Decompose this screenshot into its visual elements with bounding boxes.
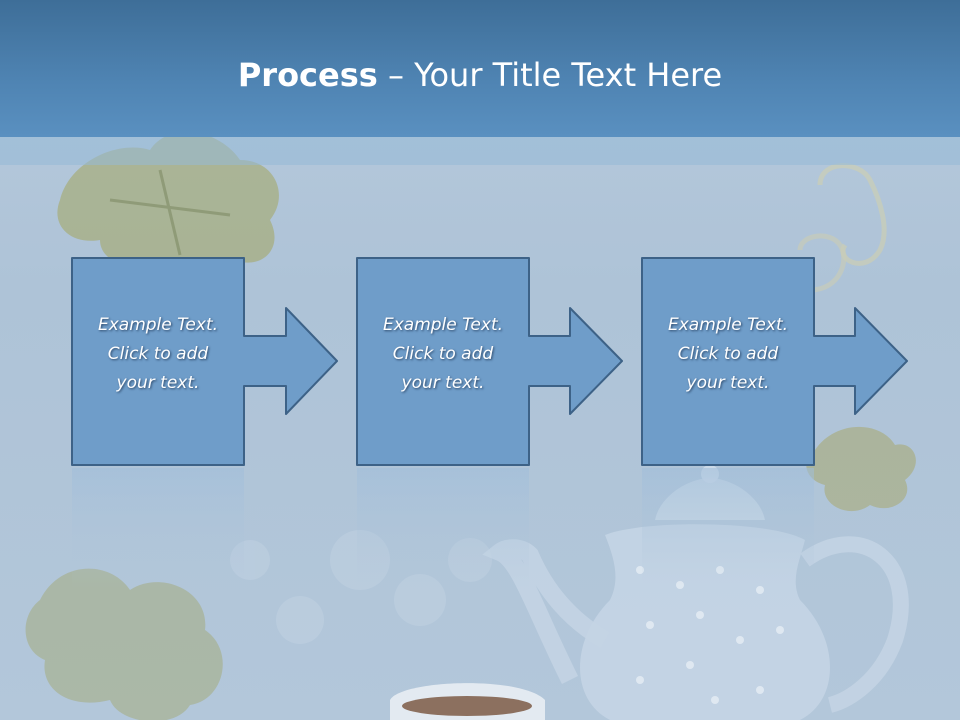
step-3-line-3: your text. bbox=[686, 373, 770, 393]
step-1-line-3: your text. bbox=[116, 373, 200, 393]
step-2-arrow-shape[interactable] bbox=[356, 257, 623, 466]
title-bold: Process bbox=[237, 56, 378, 94]
step-3-line-2: Click to add bbox=[677, 344, 779, 364]
step-1-text[interactable]: Example Text. Click to add your text. bbox=[73, 311, 243, 398]
step-1-line-1: Example Text. bbox=[97, 315, 219, 335]
teapot-handle bbox=[800, 536, 909, 713]
step-3-arrow-shape[interactable] bbox=[641, 257, 908, 466]
step-3-reflection bbox=[642, 468, 814, 588]
step-3-line-1: Example Text. bbox=[667, 315, 789, 335]
title-band bbox=[0, 137, 960, 165]
step-1-arrow-shape[interactable] bbox=[71, 257, 338, 466]
title-rest: – Your Title Text Here bbox=[377, 56, 723, 94]
step-3-text[interactable]: Example Text. Click to add your text. bbox=[643, 311, 813, 398]
step-2-reflection bbox=[357, 468, 529, 588]
leaf-bottom-left bbox=[25, 568, 223, 720]
title-bar bbox=[0, 0, 960, 137]
step-2-line-3: your text. bbox=[401, 373, 485, 393]
slide-title[interactable]: Process – Your Title Text Here bbox=[0, 52, 960, 98]
step-2-text[interactable]: Example Text. Click to add your text. bbox=[358, 311, 528, 398]
step-1-reflection bbox=[72, 468, 244, 588]
step-2-line-2: Click to add bbox=[392, 344, 494, 364]
leaf-right bbox=[806, 426, 916, 512]
step-1-line-2: Click to add bbox=[107, 344, 209, 364]
vine-curl bbox=[817, 163, 887, 266]
step-2-line-1: Example Text. bbox=[382, 315, 504, 335]
